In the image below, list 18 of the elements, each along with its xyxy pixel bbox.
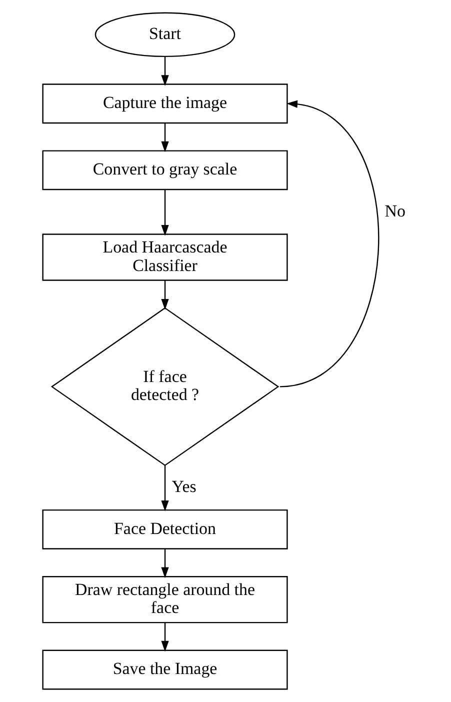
arrow bbox=[161, 123, 169, 152]
edge-label: Yes bbox=[172, 477, 196, 496]
arrow bbox=[161, 190, 169, 236]
node-box: Save the Image bbox=[42, 650, 288, 690]
arrow bbox=[280, 100, 379, 388]
node-ellipse: Start bbox=[94, 12, 236, 58]
edge-label: No bbox=[384, 201, 406, 220]
node-box: Face Detection bbox=[42, 509, 288, 550]
arrow bbox=[161, 465, 169, 512]
arrow bbox=[161, 56, 169, 86]
node-box: Load Haarcascade Classifier bbox=[42, 234, 288, 281]
node-box: Convert to gray scale bbox=[42, 150, 288, 190]
arrow bbox=[161, 548, 169, 578]
arrow bbox=[161, 280, 169, 310]
arrow bbox=[161, 622, 169, 652]
node-box: Draw rectangle around the face bbox=[42, 576, 288, 624]
node-box: Capture the image bbox=[42, 84, 288, 124]
node-diamond: If face detected ? bbox=[50, 307, 280, 466]
